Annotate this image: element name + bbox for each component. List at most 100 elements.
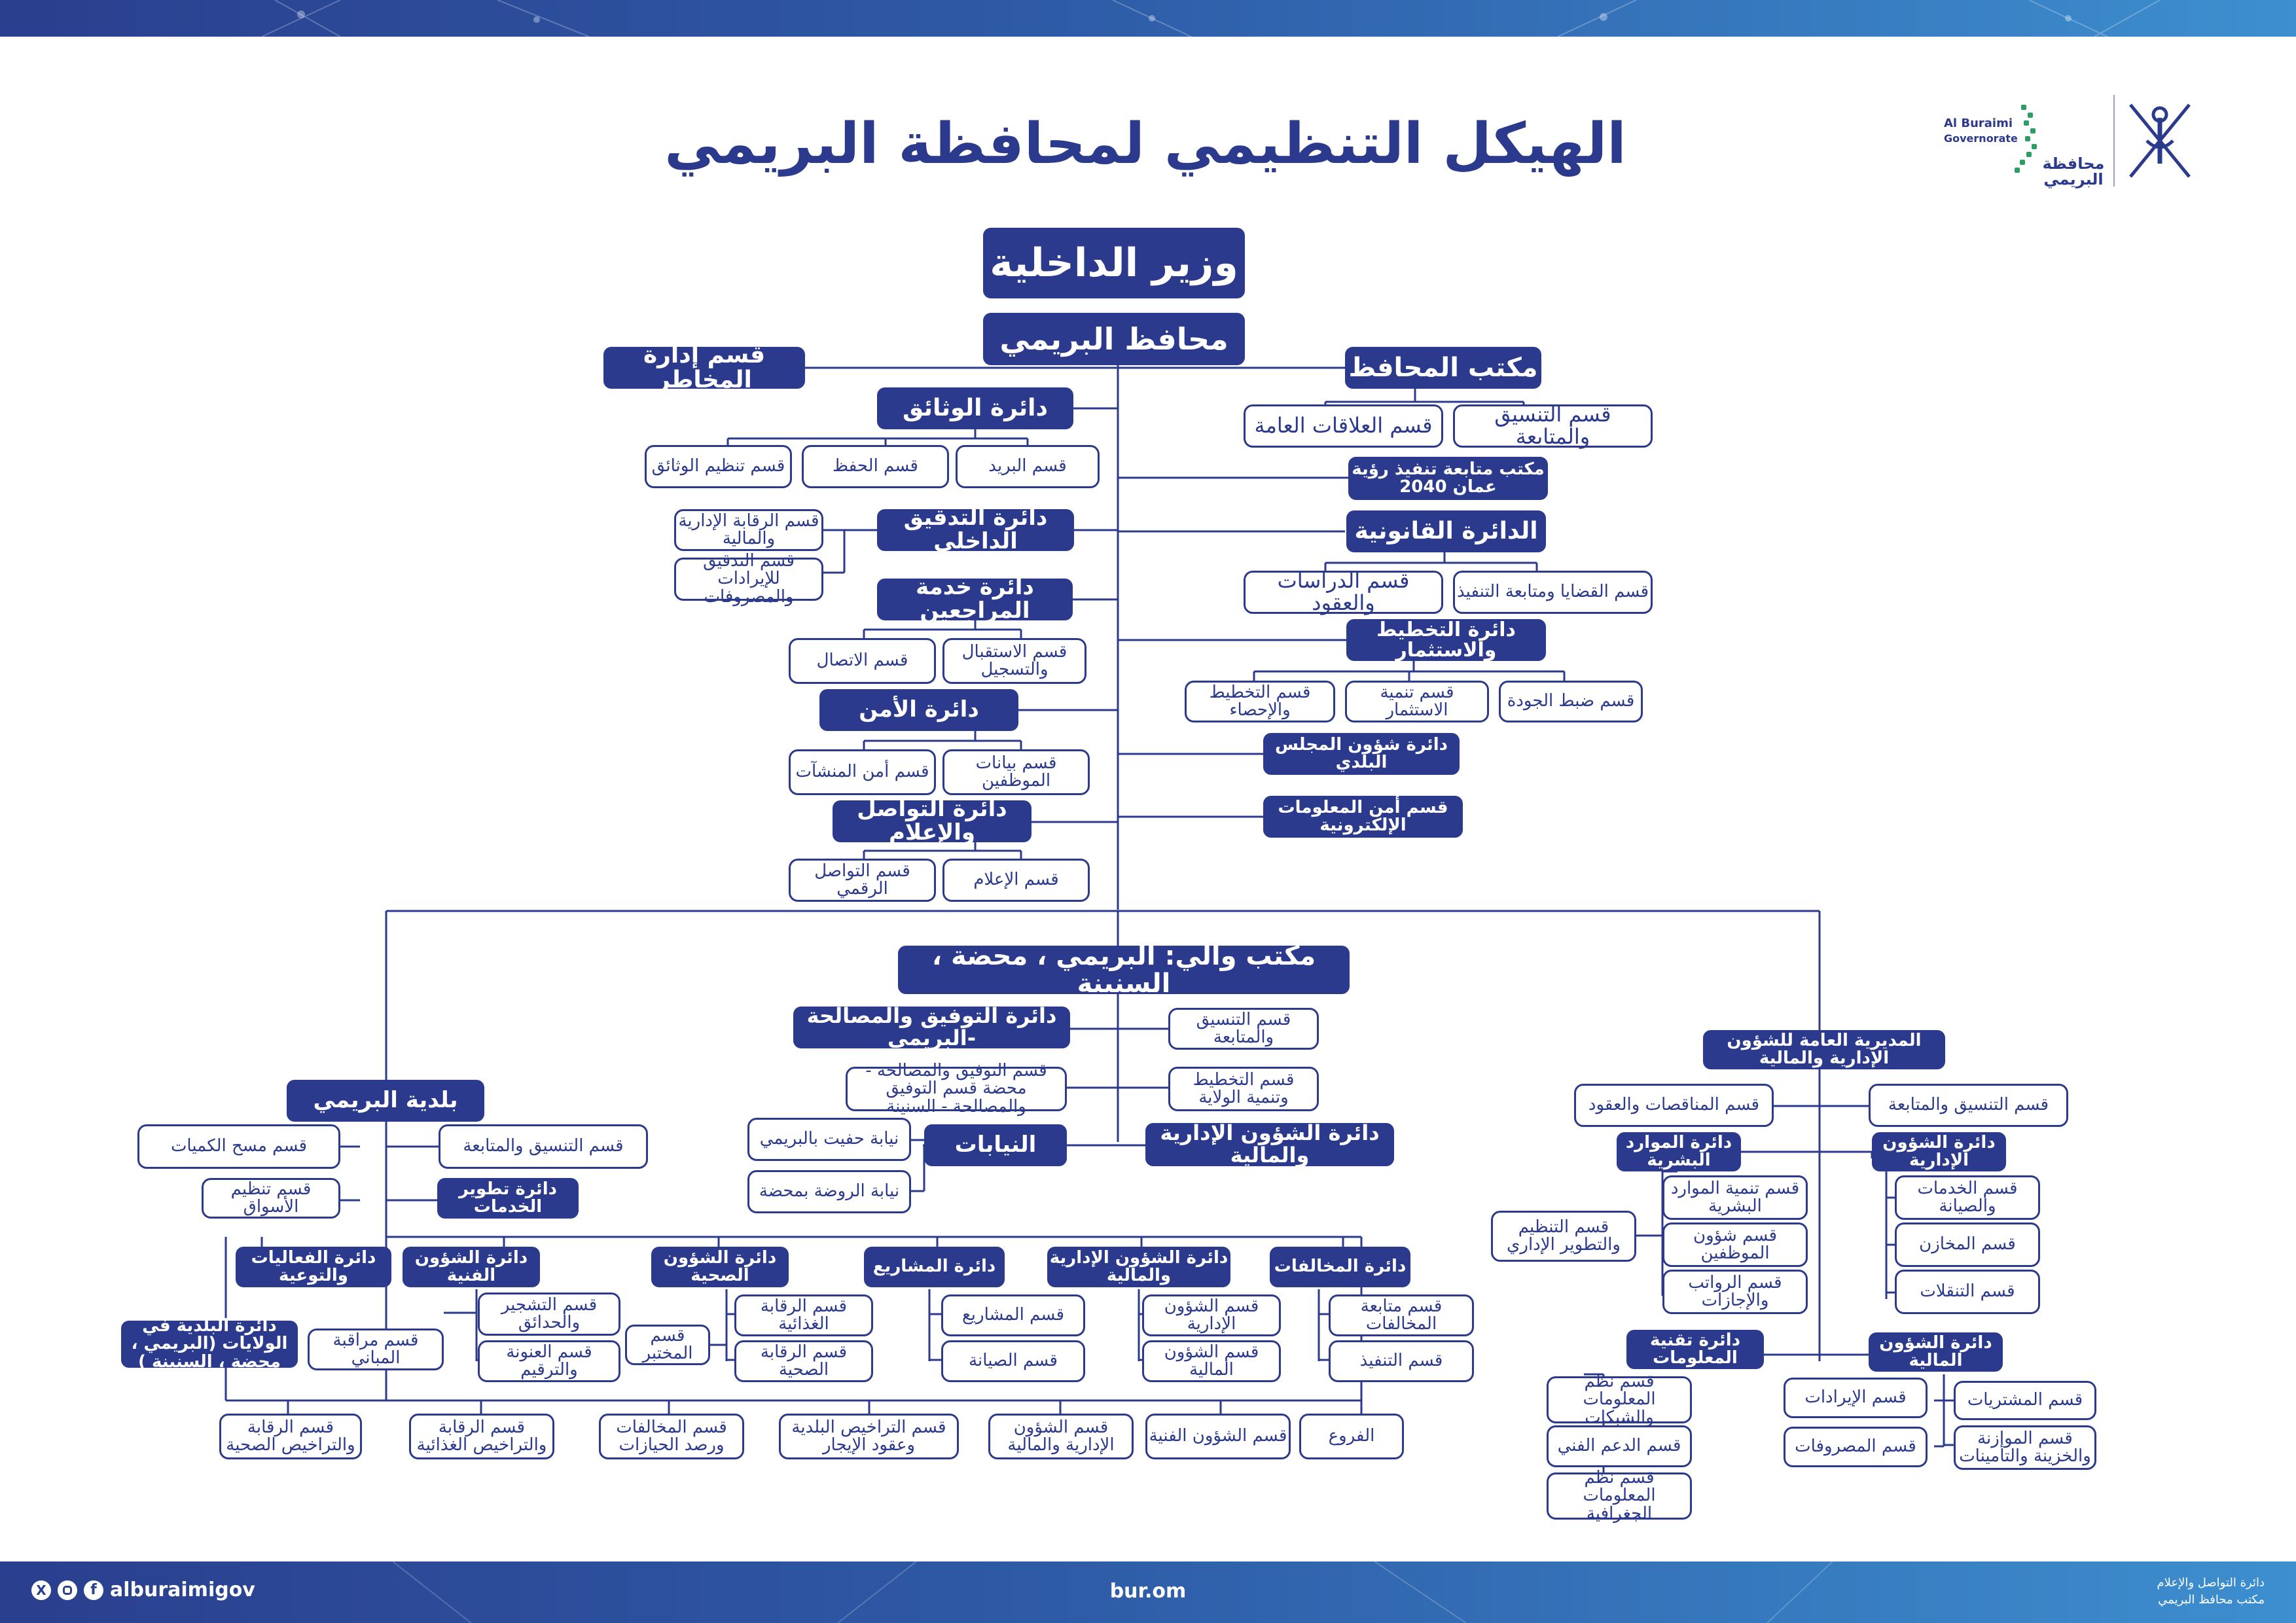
site-link[interactable]: bur.om xyxy=(1109,1580,1187,1603)
health-box: دائرة الشؤون الصحية xyxy=(651,1247,789,1287)
wali-admin-box: دائرة الشؤون الإدارية والمالية xyxy=(1145,1122,1394,1166)
revenue-box: قسم الإيرادات xyxy=(1784,1378,1928,1418)
purchases-box: قسم المشتريات xyxy=(1954,1381,2096,1420)
logo-en-line2: Governorate xyxy=(1944,132,2018,145)
footer-band: X f alburaimigov bur.om دائرة التواصل وا… xyxy=(0,1561,2296,1623)
branch-muni-box: دائرة البلدية في الولايات (البريمي ، محض… xyxy=(121,1317,298,1370)
legal-box: الدائرة القانونية xyxy=(1346,510,1546,552)
viol-follow-box: قسم متابعة المخالفات xyxy=(1329,1294,1474,1336)
top-band xyxy=(0,0,2296,37)
stores-box: قسم المخازن xyxy=(1895,1222,2040,1267)
wali-box: مكتب والي: البريمي ، محضة ، السنينة xyxy=(898,942,1350,997)
oman-khanjar-emblem-icon xyxy=(2129,103,2191,178)
press-box: قسم الإعلام xyxy=(942,859,1090,902)
muni-box: بلدية البريمي xyxy=(287,1080,484,1122)
foodctl-box: قسم الرقابة الغذائية xyxy=(734,1294,873,1336)
governor-box: محافظ البريمي xyxy=(983,313,1245,365)
netsys-box: قسم نظم المعلومات والشبكات xyxy=(1547,1372,1692,1426)
budget-box: قسم الموازنة والخزينة والتأمينات xyxy=(1954,1425,2096,1470)
revaudit-box: قسم التدقيق للإيرادات والمصروفات xyxy=(674,552,823,605)
markets-box: قسم تنظيم الأسواق xyxy=(202,1178,340,1219)
network-pattern-bottom xyxy=(392,1561,1833,1623)
planning-box: دائرة التخطيط والاستثمار xyxy=(1346,619,1546,661)
survey-box: قسم مسح الكميات xyxy=(137,1124,340,1169)
media-box: دائرة التواصل والإعلام xyxy=(833,797,1031,844)
pr-box: قسم العلاقات العامة xyxy=(1244,404,1443,448)
instagram-icon[interactable] xyxy=(58,1580,77,1600)
r-viol-box: قسم المخالفات ورصد الحيازات xyxy=(599,1414,744,1459)
service-box: دائرة خدمة المراجعين xyxy=(877,575,1073,622)
hr-box: دائرة الموارد البشرية xyxy=(1617,1132,1741,1171)
mun-admin-box: دائرة الشؤون الإدارية والمالية xyxy=(1047,1247,1230,1287)
studies-box: قسم الدراسات والعقود xyxy=(1244,570,1443,614)
security-box: دائرة الأمن xyxy=(819,689,1018,731)
invest-box: قسم تنمية الاستثمار xyxy=(1345,681,1489,722)
wali-plan-box: قسم التخطيط وتنمية الولاية xyxy=(1168,1067,1319,1111)
mun-fin-sec-box: قسم الشؤون المالية xyxy=(1142,1340,1281,1382)
expenses-box: قسم المصروفات xyxy=(1784,1427,1928,1467)
gov-office-box: مكتب المحافظ xyxy=(1345,347,1541,389)
r-food-box: قسم الرقابة والتراخيص الغذائية xyxy=(409,1414,554,1459)
risk-box: قسم إدارة المخاطر xyxy=(603,343,805,392)
docs-box: دائرة الوثائق xyxy=(877,387,1073,429)
logo-en-line1: Al Buraimi xyxy=(1944,116,2013,130)
facebook-icon[interactable]: f xyxy=(84,1580,103,1600)
lab-box: قسم المختبر xyxy=(625,1325,710,1365)
gd-box: المديرية العامة للشؤون الإدارية والمالية xyxy=(1703,1030,1945,1069)
contact-box: قسم الاتصال xyxy=(789,638,936,684)
fin-box: دائرة الشؤون المالية xyxy=(1869,1332,2003,1372)
it-box: دائرة تقنية المعلومات xyxy=(1626,1330,1764,1369)
orgdev-box: قسم التنظيم والتطوير الإداري xyxy=(1491,1211,1636,1262)
x-icon[interactable]: X xyxy=(31,1580,51,1600)
techsup-box: قسم الدعم الفني xyxy=(1547,1425,1692,1467)
r-health-box: قسم الرقابة والتراخيص الصحية xyxy=(219,1414,362,1459)
logo-graphic xyxy=(2015,95,2191,187)
social-handle[interactable]: alburaimigov xyxy=(110,1578,255,1601)
coord-box: قسم التنسيق والمتابعة xyxy=(1453,404,1653,448)
audit-box: دائرة التدقيق الداخلي xyxy=(877,506,1074,553)
network-pattern xyxy=(261,0,2161,37)
r-branches-box: الفروع xyxy=(1299,1414,1404,1459)
minister-box: وزير الداخلية xyxy=(983,228,1245,298)
bldg-box: قسم مراقبة المباني xyxy=(308,1329,444,1370)
svcdev-box: دائرة تطوير الخدمات xyxy=(437,1178,579,1219)
recon-branches-box: قسم التوفيق والمصالحة - محضة قسم التوفيق… xyxy=(846,1061,1067,1115)
salaries-box: قسم الرواتب والإجازات xyxy=(1662,1270,1808,1314)
social-icons: X f alburaimigov xyxy=(31,1578,255,1601)
tenders-box: قسم المناقصات والعقود xyxy=(1574,1084,1774,1127)
admaudit-box: قسم الرقابة الإدارية والمالية xyxy=(674,509,823,551)
cyber-box: قسم أمن المعلومات الإلكترونية xyxy=(1263,796,1463,838)
projects-box: دائرة المشاريع xyxy=(864,1247,1005,1287)
recon-box: دائرة التوفيق والمصالحة -البريمي xyxy=(793,1005,1070,1049)
facsec-box: قسم أمن المنشآت xyxy=(789,749,936,795)
vision-box: مكتب متابعة تنفيذ رؤية عمان 2040 xyxy=(1348,457,1548,500)
tech-box: دائرة الشؤون الفنية xyxy=(403,1247,540,1287)
cases-box: قسم القضايا ومتابعة التنفيذ xyxy=(1453,571,1653,614)
mun-admin-sec-box: قسم الشؤون الإدارية xyxy=(1142,1294,1281,1336)
r-lic-box: قسم التراخيص البلدية وعقود الإيجار xyxy=(779,1414,959,1459)
mail-box: قسم البريد xyxy=(956,445,1100,488)
svcmaint-box: قسم الخدمات والصيانة xyxy=(1895,1175,2040,1220)
staffaff-box: قسم شؤون الموظفين xyxy=(1662,1222,1808,1267)
transport-box: قسم التنقلات xyxy=(1895,1270,2040,1314)
logo-ar-name: محافظة البريمي xyxy=(2042,154,2105,188)
docorg-box: قسم تنظيم الوثائق xyxy=(645,445,792,488)
gis-box: قسم نظم المعلومات الجغرافية xyxy=(1547,1469,1692,1522)
planstat-box: قسم التخطيط والإحصاء xyxy=(1185,681,1335,722)
reception-box: قسم الاستقبال والتسجيل xyxy=(942,638,1086,684)
council-box: دائرة شؤون المجلس البلدي xyxy=(1263,733,1460,775)
archive-box: قسم الحفظ xyxy=(802,445,949,488)
logo: Al Buraimi Governorate محافظة البريمي xyxy=(1944,92,2206,190)
hrdev-box: قسم تنمية الموارد البشرية xyxy=(1662,1175,1808,1220)
gd-coord-box: قسم التنسيق والمتابعة xyxy=(1869,1084,2068,1127)
enforce-box: قسم التنفيذ xyxy=(1329,1340,1474,1382)
quality-box: قسم ضبط الجودة xyxy=(1499,681,1643,722)
healthctl-box: قسم الرقابة الصحية xyxy=(734,1340,873,1382)
planting-box: قسم التشجير والحدائق xyxy=(478,1293,620,1336)
staffdata-box: قسم بيانات الموظفين xyxy=(942,749,1090,795)
page-title: الهيكل التنظيمي لمحافظة البريمي xyxy=(664,111,1626,177)
proj-sec-box: قسم المشاريع xyxy=(941,1294,1085,1336)
r-tech-box: قسم الشؤون الفنية xyxy=(1145,1414,1291,1459)
events-box: دائرة الفعاليات والتوعية xyxy=(236,1247,391,1287)
rawdah-box: نيابة الروضة بمحضة xyxy=(747,1170,911,1213)
